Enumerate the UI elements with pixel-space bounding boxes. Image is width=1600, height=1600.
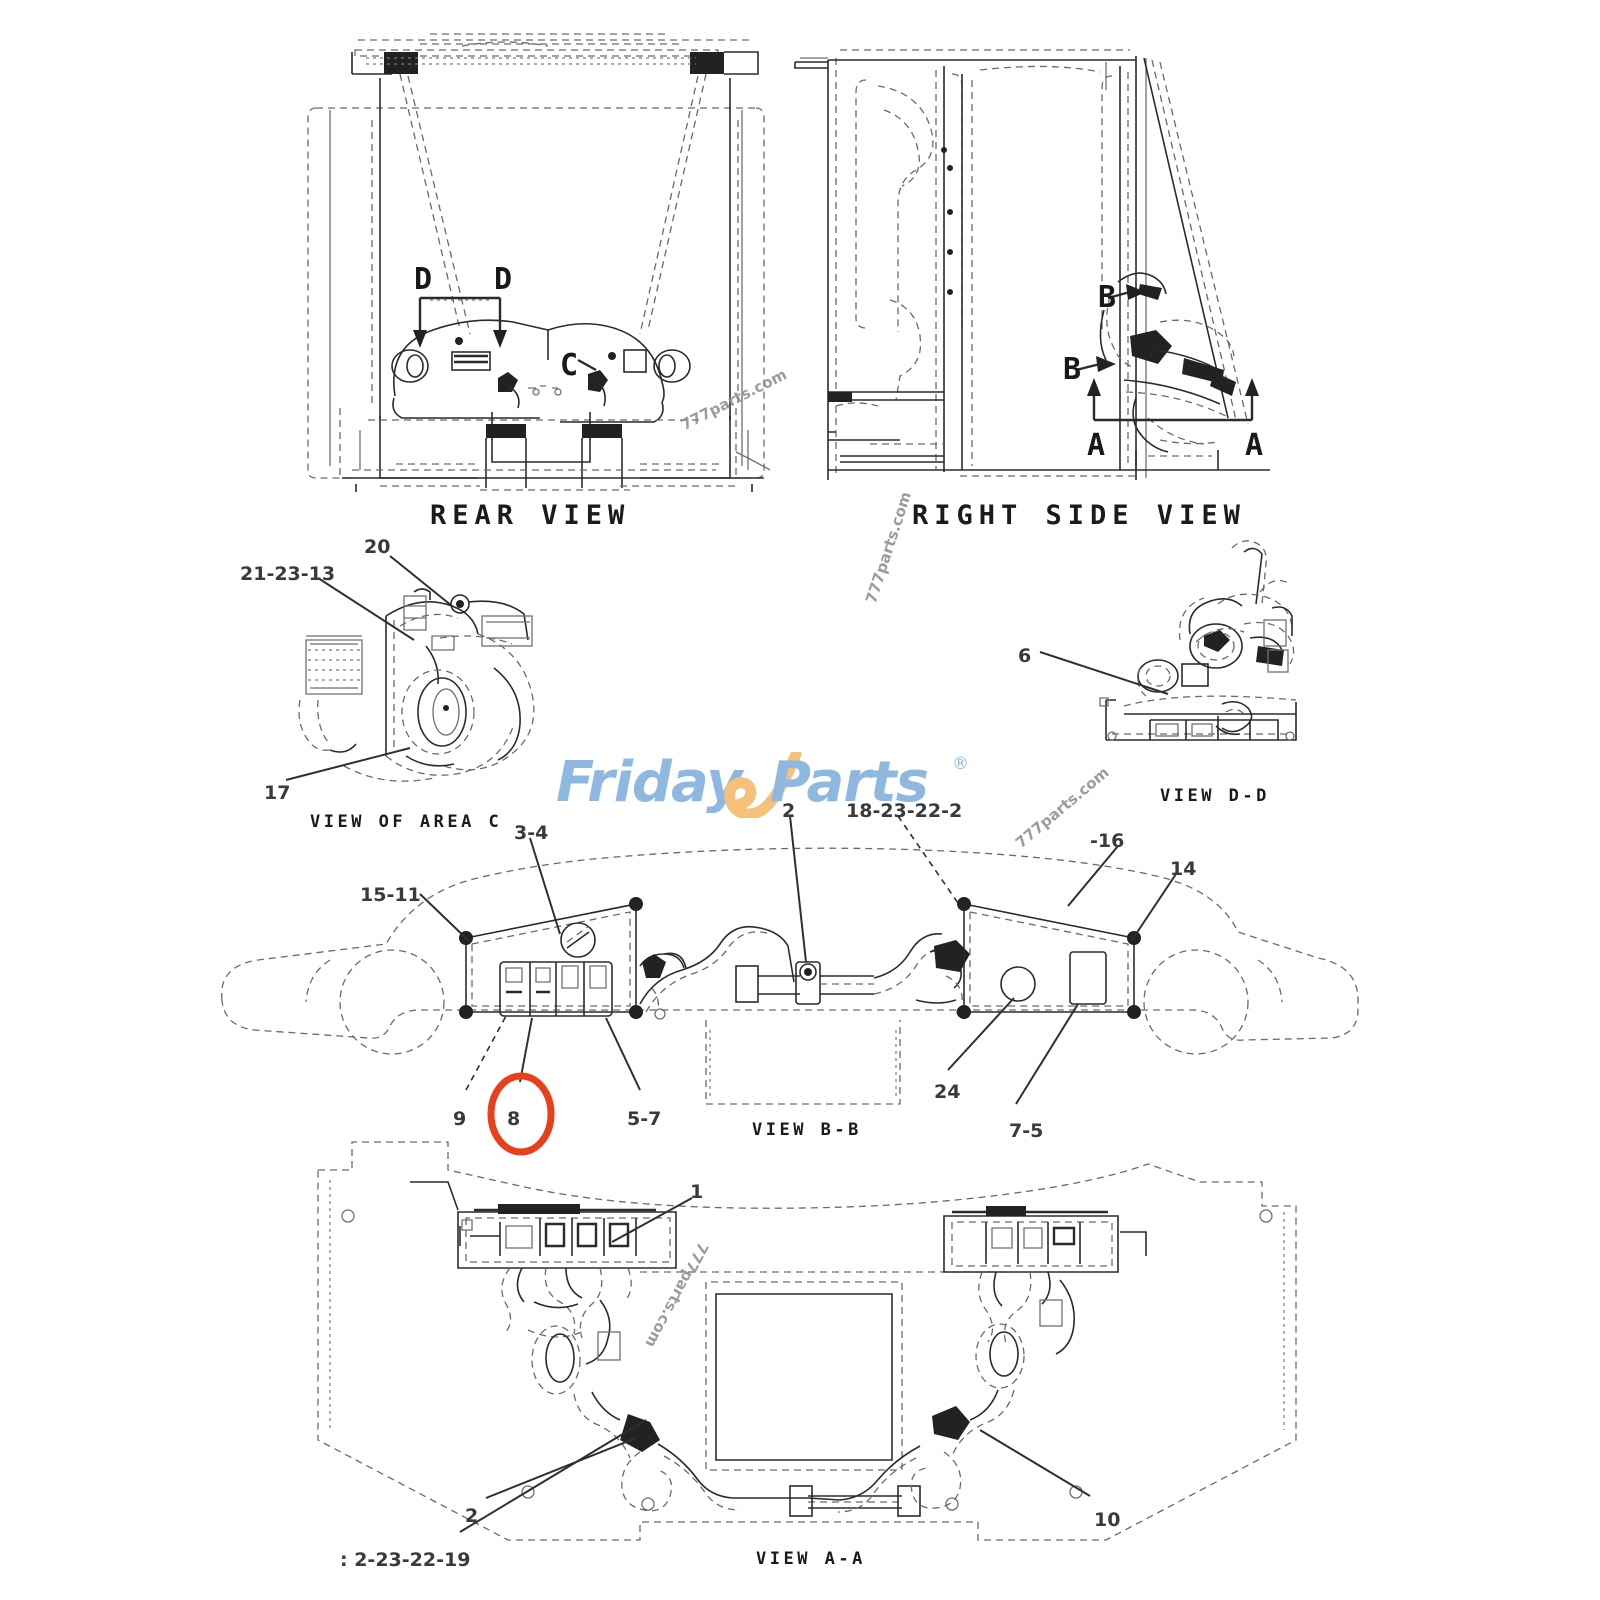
callout-18-23-22-2: 18-23-22-2 [846,800,963,822]
view-title-dd: VIEW D-D [1160,786,1270,806]
brand-text-parts: Parts [770,750,929,815]
callout-6: 6 [1018,645,1032,667]
view-title-area-c: VIEW OF AREA C [310,812,503,832]
view-of-area-c-drawing [298,588,535,782]
callout-2-bottom: 2 [465,1505,479,1527]
section-letter-d-right: D [494,262,513,297]
callout-1: 1 [690,1181,704,1203]
brand-text-friday: Friday [556,750,743,815]
site-watermark: 777parts.com [641,1239,712,1351]
callout-14: 14 [1170,858,1197,880]
callout-leaders [285,555,1177,1533]
callout-3-4: 3-4 [514,822,549,844]
callout-15-11: 15-11 [360,884,421,906]
right-side-view-drawing [794,49,1270,480]
callout-12-23-22-19: : 2-23-22-19 [340,1549,471,1571]
view-title-aa: VIEW A-A [756,1549,866,1569]
fridayparts-watermark: Friday Parts ® [556,748,976,820]
section-letter-d-left: D [414,262,433,297]
callout-9: 9 [453,1108,467,1130]
callout-17: 17 [264,782,291,804]
callout-10: 10 [1094,1509,1121,1531]
view-title-bb: VIEW B-B [752,1120,862,1140]
site-watermark: 777parts.com [862,489,916,606]
bottom-assembly-drawing [317,1141,1297,1541]
section-letter-b-lower: B [1063,352,1082,387]
callout-20: 20 [364,536,391,558]
callout-24: 24 [934,1081,961,1103]
section-letter-a-left: A [1087,428,1106,463]
callout-21-23-13: 21-23-13 [240,563,336,585]
callout-8: 8 [507,1108,521,1130]
view-dd-drawing [1099,540,1297,741]
section-letter-c: C [560,348,579,383]
callout-5-7: 5-7 [627,1108,662,1130]
section-letter-b-upper: B [1098,280,1117,315]
callout-19-16: -16 [1090,830,1125,852]
callout-7-5: 7-5 [1009,1120,1044,1142]
view-title-right-side: RIGHT SIDE VIEW [912,500,1246,531]
callout-2-top: 2 [782,800,796,822]
highlight-layer [487,1072,555,1156]
brand-swoosh-icon [724,752,802,818]
view-title-rear: REAR VIEW [430,500,631,531]
site-watermark: 777parts.com [678,365,790,435]
registered-mark-icon: ® [952,754,969,774]
section-letter-a-right: A [1245,428,1264,463]
